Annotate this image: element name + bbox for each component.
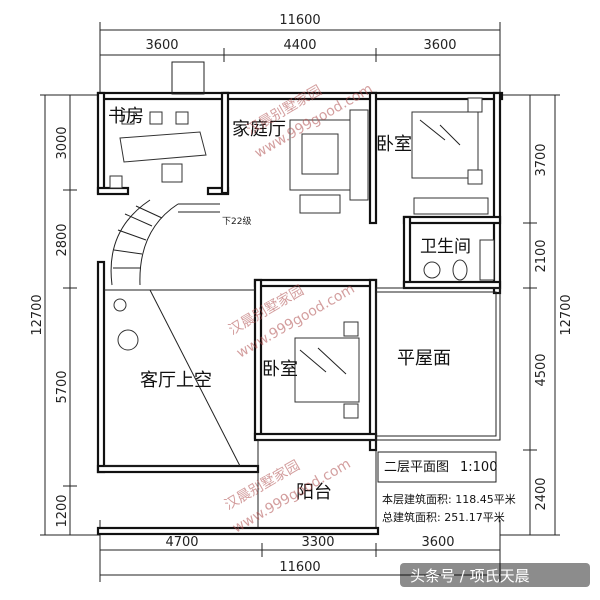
room-label-bedroom-2: 卧室 [262, 359, 298, 380]
dim-left-segment-3: 5700 [55, 370, 70, 403]
room-label-family-room: 家庭厅 [232, 119, 286, 140]
total-area: 总建筑面积: 251.17平米 [382, 510, 505, 524]
stair [110, 199, 220, 286]
dim-bottom-total: 11600 [279, 560, 320, 575]
dim-bottom-segment-3: 3600 [421, 535, 454, 550]
floor-area: 本层建筑面积: 118.45平米 [382, 492, 516, 506]
room-label-bedroom-1: 卧室 [376, 134, 412, 155]
bedroom-1-furniture [411, 97, 489, 215]
dim-left-total: 12700 [30, 294, 45, 335]
credit-text: 头条号 / 项氏天晨 [410, 567, 530, 585]
credit-overlay: 头条号 / 项氏天晨 [400, 563, 590, 587]
dim-left-segment-4: 1200 [55, 494, 70, 527]
study-furniture [109, 111, 207, 189]
dim-left-segment-1: 3000 [55, 126, 70, 159]
room-label-bathroom: 卫生间 [420, 237, 471, 257]
plan-scale: 1:100 [460, 460, 497, 475]
dim-right-segment-3: 4500 [534, 353, 549, 386]
living-void-lines [104, 289, 255, 467]
dim-right-total: 12700 [559, 294, 574, 335]
family-room-furniture [289, 109, 369, 214]
stair-note: 下22级 [222, 215, 251, 227]
bedroom-2-furniture [294, 321, 360, 419]
dim-bottom-segment-1: 4700 [165, 535, 198, 550]
room-label-flat-roof: 平屋面 [397, 348, 451, 369]
room-label-living-void: 客厅上空 [140, 370, 212, 391]
title-block: 二层平面图 1:100 本层建筑面积: 118.45平米 总建筑面积: 251.… [377, 451, 516, 524]
plan-title: 二层平面图 [384, 460, 449, 475]
walls [96, 61, 504, 536]
dim-top-segment-2: 4400 [283, 38, 316, 53]
dim-top-total: 11600 [279, 13, 320, 28]
dim-left-segment-2: 2800 [55, 223, 70, 256]
dim-right-segment-2: 2100 [534, 239, 549, 272]
dim-top-segment-1: 3600 [145, 38, 178, 53]
dim-bottom-segment-2: 3300 [301, 535, 334, 550]
dim-right-segment-1: 3700 [534, 143, 549, 176]
bathroom-fixtures [423, 239, 495, 281]
dim-right-segment-4: 2400 [534, 477, 549, 510]
dimension-lines [40, 22, 560, 582]
room-label-balcony: 阳台 [296, 482, 332, 503]
room-label-study: 书房 [108, 106, 144, 127]
dim-top-segment-3: 3600 [423, 38, 456, 53]
